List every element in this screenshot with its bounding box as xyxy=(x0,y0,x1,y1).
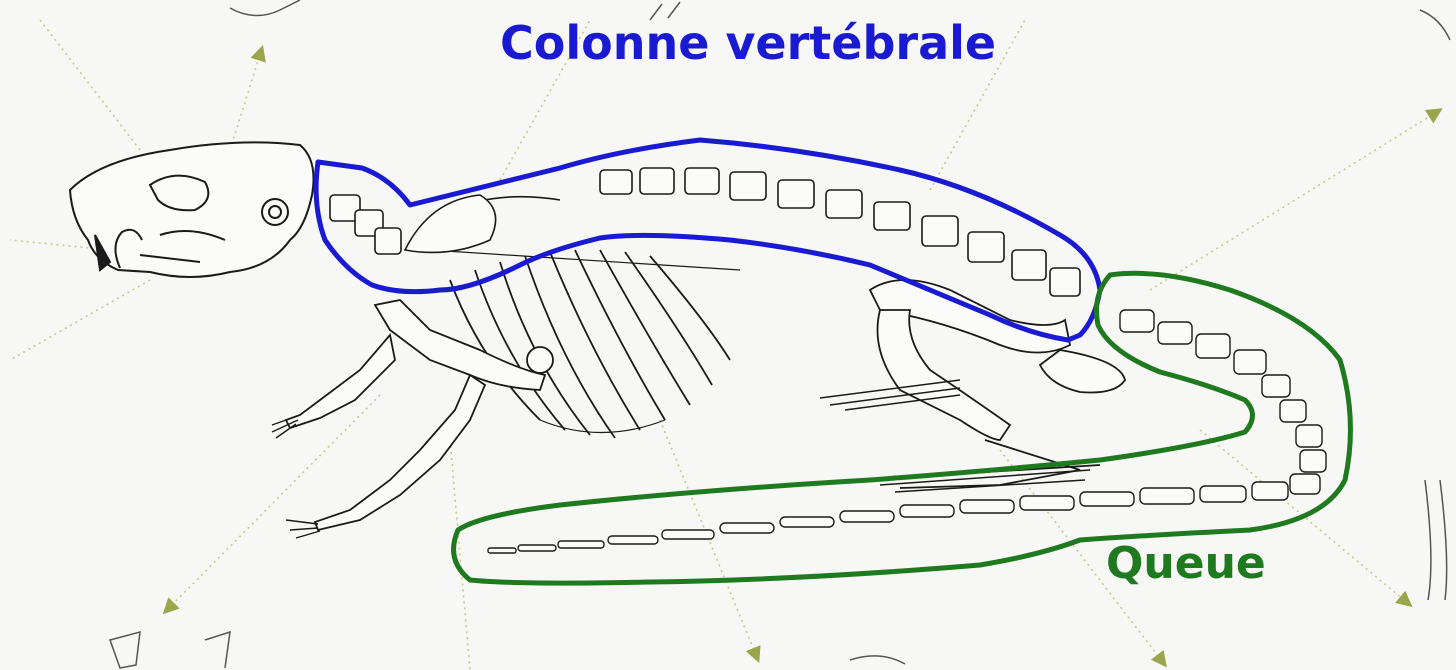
ribcage xyxy=(430,250,740,438)
skull xyxy=(70,142,314,277)
fore-paws xyxy=(272,415,320,538)
forelimbs xyxy=(286,300,553,530)
tail-label: Queue xyxy=(1106,538,1266,589)
vertebrae xyxy=(330,168,1080,296)
guide-arrow-icon xyxy=(1150,110,1440,290)
guide-arrow-icon xyxy=(230,48,262,150)
guide-arrow-icon xyxy=(10,280,150,360)
guide-arrow-icon xyxy=(165,395,380,612)
hind-limb xyxy=(870,280,1125,488)
guide-arrow-icon xyxy=(660,420,758,660)
guide-arrow-icon xyxy=(40,20,140,150)
spine-label: Colonne vertébrale xyxy=(500,16,996,70)
